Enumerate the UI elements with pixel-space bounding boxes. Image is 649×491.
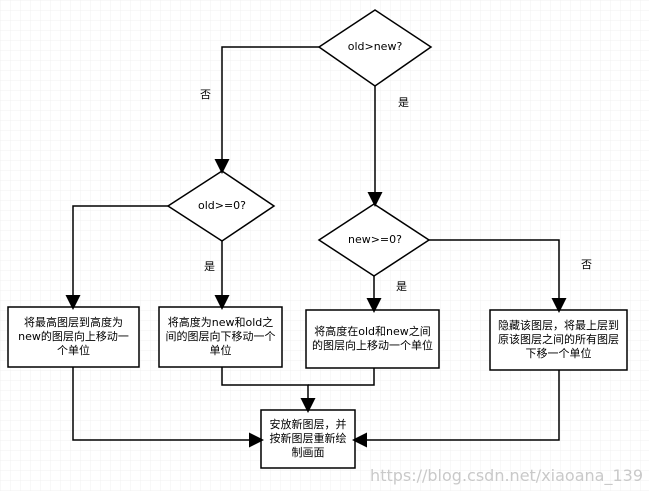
process-2-text: 将高度为new和old之间的图层向下移动一个单位: [165, 316, 276, 357]
decision-left-text: old>=0?: [197, 199, 247, 212]
final-process-text: 安放新图层，并按新图层重新绘制画面: [269, 418, 347, 459]
process-3-shape: [305, 309, 440, 369]
process-3-text: 将高度在old和new之间的图层向上移动一个单位: [312, 325, 433, 352]
edge-left-no: [65, 205, 168, 310]
edge-right-no: [429, 239, 567, 313]
edge-label-left-yes: 是: [204, 260, 215, 273]
decision-right-text: new>=0?: [347, 233, 402, 246]
edge-label-right-yes: 是: [396, 280, 407, 293]
process-4-shape: [489, 309, 628, 371]
edge-top-no: [214, 46, 319, 174]
edge-p2-final: [221, 367, 316, 413]
edge-p1-final: [72, 367, 264, 448]
edge-label-right-no: 否: [581, 258, 592, 271]
process-4-text: 隐藏该图层，将最上层到原该图层之间的所有图层下移一个单位: [498, 319, 619, 360]
decision-top-text: old>new?: [347, 40, 403, 53]
watermark-text: https://blog.csdn.net/xiaoana_139: [370, 466, 643, 485]
edge-p4-final: [352, 370, 560, 448]
edge-p3-final: [308, 368, 375, 386]
process-2-shape: [158, 306, 283, 368]
edge-label-top-no: 否: [200, 88, 211, 101]
edge-label-top-yes: 是: [398, 96, 409, 109]
process-1-text: 将最高图层到高度为new的图层向上移动一个单位: [18, 316, 129, 357]
